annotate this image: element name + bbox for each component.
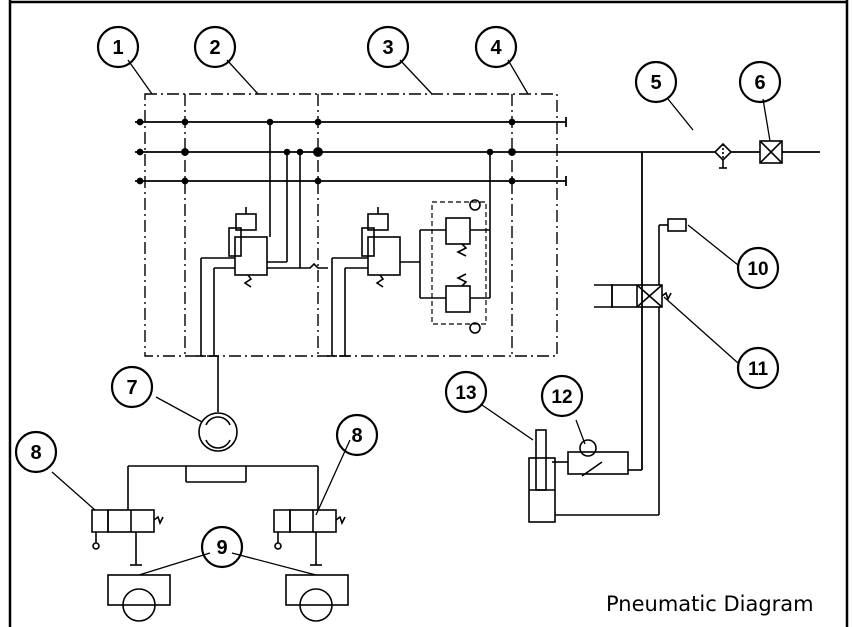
rotary-actuator bbox=[127, 356, 319, 510]
callout-5: 5 bbox=[634, 60, 678, 104]
callout-12: 12 bbox=[540, 374, 584, 418]
svg-text:8: 8 bbox=[30, 442, 41, 464]
callout-leaders bbox=[51, 98, 771, 576]
actuator-right bbox=[285, 564, 349, 622]
callout-9: 9 bbox=[200, 525, 244, 569]
svg-text:4: 4 bbox=[490, 37, 502, 59]
callout-13: 13 bbox=[444, 370, 488, 414]
svg-text:11: 11 bbox=[748, 359, 769, 380]
svg-text:1: 1 bbox=[112, 37, 123, 59]
main-supply-line bbox=[566, 151, 820, 470]
shutoff-valve bbox=[759, 140, 783, 164]
flow-control-valve bbox=[552, 439, 642, 477]
crossover-line bbox=[300, 262, 328, 269]
solenoid-valve-3 bbox=[331, 148, 494, 356]
callout-7: 7 bbox=[110, 365, 154, 409]
actuator-left bbox=[107, 564, 171, 622]
svg-text:13: 13 bbox=[455, 383, 476, 404]
callout-6: 6 bbox=[738, 60, 782, 104]
svg-text:3: 3 bbox=[382, 37, 393, 59]
valve-left bbox=[91, 509, 164, 565]
svg-text:8: 8 bbox=[351, 425, 362, 447]
muffler bbox=[658, 218, 687, 285]
diagram-caption: Pneumatic Diagram bbox=[606, 592, 814, 616]
directional-valve bbox=[594, 284, 672, 515]
manifold-galleries bbox=[135, 117, 567, 186]
callout-11: 11 bbox=[736, 346, 780, 390]
callout-8-left: 8 bbox=[14, 430, 58, 474]
svg-text:7: 7 bbox=[126, 377, 137, 399]
svg-text:9: 9 bbox=[216, 537, 227, 559]
valve-right bbox=[273, 509, 346, 565]
callout-3: 3 bbox=[366, 25, 410, 69]
callout-2: 2 bbox=[193, 25, 237, 69]
svg-text:12: 12 bbox=[551, 387, 572, 408]
svg-text:10: 10 bbox=[747, 259, 768, 280]
callout-1: 1 bbox=[96, 25, 140, 69]
callout-8-right: 8 bbox=[335, 413, 379, 457]
callout-4: 4 bbox=[474, 25, 518, 69]
pneumatic-cylinder bbox=[528, 429, 659, 523]
air-filter bbox=[713, 142, 733, 169]
callout-10: 10 bbox=[736, 246, 780, 290]
manifold-leader-lines bbox=[127, 59, 529, 95]
svg-text:6: 6 bbox=[754, 72, 765, 94]
frame-border bbox=[8, 0, 849, 627]
solenoid-valve-2 bbox=[200, 118, 304, 356]
svg-text:2: 2 bbox=[209, 37, 220, 59]
valve-manifold-outline bbox=[144, 93, 558, 357]
svg-text:5: 5 bbox=[650, 72, 661, 94]
